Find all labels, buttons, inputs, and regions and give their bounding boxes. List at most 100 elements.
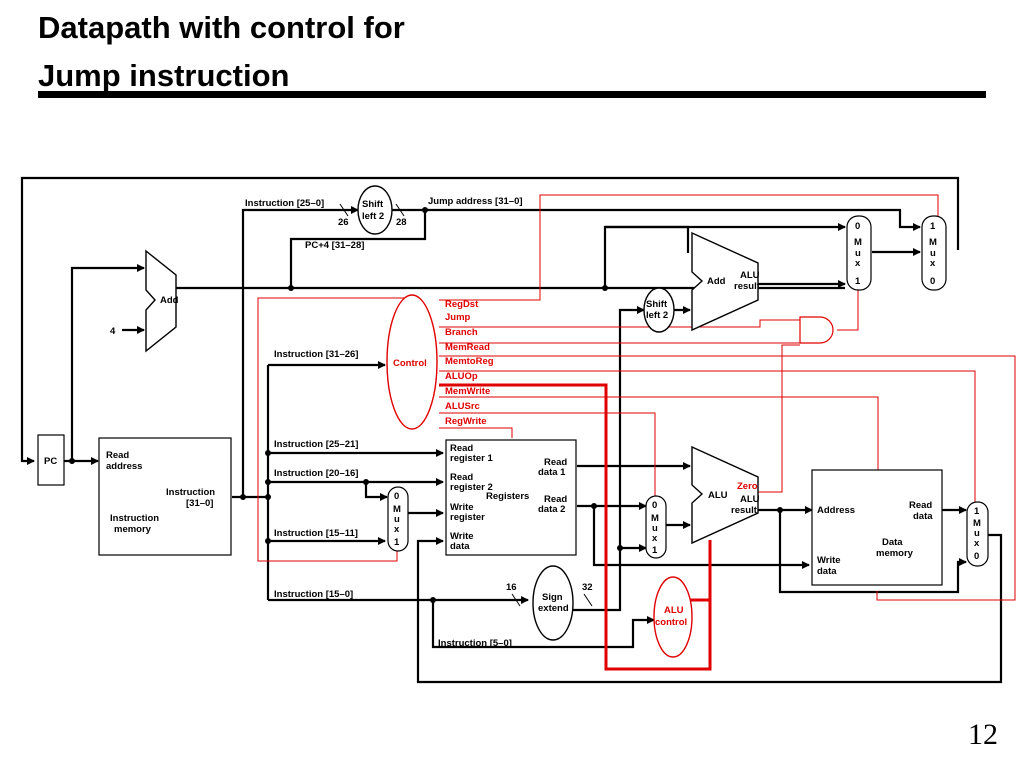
imem-name-line1: Instruction — [110, 513, 159, 524]
svg-text:Read: Read — [909, 500, 932, 511]
svg-text:Instruction [15–0]: Instruction [15–0] — [274, 589, 353, 600]
svg-text:16: 16 — [506, 582, 517, 593]
bus-width-ticks — [339, 203, 593, 607]
svg-text:Data: Data — [882, 537, 903, 548]
svg-text:register 2: register 2 — [450, 482, 493, 493]
svg-text:data: data — [450, 541, 470, 552]
signal-regwrite: RegWrite — [445, 416, 487, 427]
svg-text:u: u — [855, 248, 861, 259]
signal-jump: Jump — [445, 312, 471, 323]
signal-regdst: RegDst — [445, 299, 479, 310]
svg-text:control: control — [655, 617, 687, 628]
branch-and-gate — [799, 316, 834, 344]
signal-memwrite: MemWrite — [445, 386, 490, 397]
slide-title-line-1: Datapath with control for — [38, 10, 405, 45]
svg-text:M: M — [651, 513, 659, 524]
svg-text:Instruction [5–0]: Instruction [5–0] — [438, 638, 512, 649]
svg-text:Read: Read — [450, 443, 473, 454]
alu-zero-label: Zero — [737, 481, 758, 492]
svg-text:Read: Read — [544, 494, 567, 505]
svg-text:M: M — [393, 504, 401, 515]
svg-text:data 1: data 1 — [538, 467, 566, 478]
signal-branch: Branch — [445, 327, 478, 338]
svg-text:x: x — [930, 258, 936, 269]
svg-text:1: 1 — [652, 545, 658, 556]
svg-text:Write: Write — [450, 531, 474, 542]
signal-memtoreg: MemtoReg — [445, 356, 494, 367]
alu-control-unit — [653, 576, 693, 658]
svg-text:26: 26 — [338, 217, 349, 228]
zero-wire — [757, 344, 800, 493]
control-signal-labels: RegDst Jump Branch MemRead MemtoReg ALUO… — [445, 299, 494, 427]
control-label: Control — [393, 358, 427, 369]
svg-text:ALU: ALU — [664, 605, 684, 616]
memtoreg-mux: 1 M u x 0 — [966, 501, 989, 567]
register-file — [445, 439, 577, 556]
slide-title-line-2: Jump instruction — [38, 58, 290, 93]
svg-text:0: 0 — [652, 500, 657, 511]
svg-text:Instruction [25–21]: Instruction [25–21] — [274, 439, 358, 450]
svg-text:0: 0 — [394, 491, 399, 502]
svg-text:ALU: ALU — [740, 494, 760, 505]
sign-extend — [532, 565, 574, 641]
svg-text:u: u — [652, 523, 658, 534]
shift-top-line2: left 2 — [362, 211, 384, 222]
shift-top-line1: Shift — [362, 199, 384, 210]
page-number: 12 — [968, 718, 998, 751]
jump-mux: 1 M u x 0 — [921, 215, 947, 291]
svg-text:M: M — [929, 237, 937, 248]
svg-text:Read: Read — [544, 457, 567, 468]
imem-address-label: address — [106, 461, 142, 472]
svg-text:data: data — [913, 511, 933, 522]
wire-junctions — [69, 207, 783, 603]
registers-name: Registers — [486, 491, 529, 502]
title-underline — [38, 91, 986, 98]
shift-left2-branch — [643, 287, 675, 333]
pc-adder — [145, 249, 177, 353]
svg-text:Jump address [31–0]: Jump address [31–0] — [428, 196, 523, 207]
svg-text:1: 1 — [855, 276, 861, 287]
svg-text:register: register — [450, 512, 485, 523]
svg-text:1: 1 — [974, 506, 980, 517]
data-memory — [811, 469, 943, 586]
imem-read-label: Read — [106, 450, 129, 461]
svg-text:Instruction [25–0]: Instruction [25–0] — [245, 198, 324, 209]
svg-text:Read: Read — [450, 472, 473, 483]
wire-labels: Instruction [25–0] Jump address [31–0] P… — [245, 196, 593, 649]
pc-label: PC — [44, 456, 57, 467]
control-wires — [257, 194, 1016, 601]
imem-instruction-label: Instruction — [166, 487, 215, 498]
signal-alusrc: ALUSrc — [445, 401, 480, 412]
svg-text:x: x — [974, 538, 980, 549]
svg-text:0: 0 — [974, 551, 979, 562]
svg-text:Instruction [20–16]: Instruction [20–16] — [274, 468, 358, 479]
svg-text:1: 1 — [394, 537, 400, 548]
svg-text:0: 0 — [930, 276, 935, 287]
alu-control-out-wire — [690, 540, 712, 602]
svg-text:PC+4 [31–28]: PC+4 [31–28] — [305, 240, 364, 251]
pc-register — [37, 434, 65, 486]
svg-text:Sign: Sign — [542, 592, 563, 603]
svg-text:u: u — [974, 528, 980, 539]
svg-text:32: 32 — [582, 582, 593, 593]
svg-text:ALU: ALU — [740, 270, 760, 281]
branch-adder — [691, 231, 759, 332]
svg-text:register 1: register 1 — [450, 453, 493, 464]
regdst-mux: 0 M u x 1 — [387, 486, 409, 552]
aluop-wire — [439, 383, 712, 671]
svg-text:M: M — [854, 237, 862, 248]
svg-text:Address: Address — [817, 505, 855, 516]
main-alu — [691, 445, 759, 545]
svg-text:result: result — [731, 505, 758, 516]
svg-text:Instruction [31–26]: Instruction [31–26] — [274, 349, 358, 360]
branch-mux: 0 M u x 1 — [846, 215, 872, 291]
svg-text:Write: Write — [450, 502, 474, 513]
svg-text:memory: memory — [876, 548, 914, 559]
svg-text:Write: Write — [817, 555, 841, 566]
svg-text:0: 0 — [855, 221, 860, 232]
alusrc-mux: 0 M u x 1 — [645, 495, 667, 559]
pc-adder-label: Add — [160, 295, 179, 306]
svg-text:Add: Add — [707, 276, 726, 287]
svg-text:ALU: ALU — [708, 490, 728, 501]
